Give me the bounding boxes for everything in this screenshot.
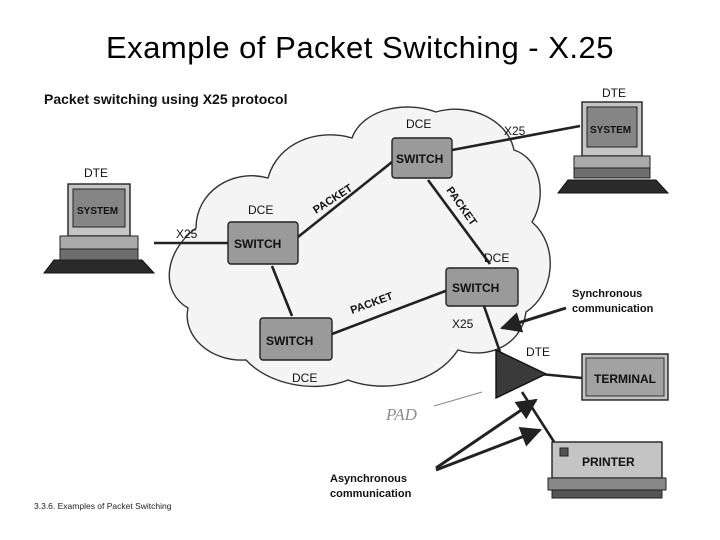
link-pad-to-printer xyxy=(520,391,560,449)
switch-right-label: SWITCH xyxy=(452,281,499,295)
network-cloud xyxy=(168,106,551,388)
pad-handwritten-label: PAD xyxy=(385,405,418,424)
sync-arrow xyxy=(499,306,567,333)
link-switch-top-to-right-system xyxy=(451,124,581,152)
dte-system-right: DTE SYSTEM xyxy=(556,86,670,194)
monitor-screen xyxy=(72,188,126,228)
dce-left-label: DCE xyxy=(248,203,273,217)
switch-bottom-label: SWITCH xyxy=(266,334,313,348)
dte-pad-label: DTE xyxy=(526,345,550,359)
system-left-label: SYSTEM xyxy=(77,206,118,217)
dce-bottom-label: DCE xyxy=(292,371,317,385)
link-switch-left-to-switch-bottom xyxy=(270,265,294,317)
switch-top: DCE SWITCH xyxy=(391,117,453,179)
switch-left: DCE SWITCH xyxy=(227,203,299,265)
switch-top-label: SWITCH xyxy=(396,152,443,166)
terminal-label: TERMINAL xyxy=(594,372,656,386)
x25-left-label: X25 xyxy=(176,227,198,241)
link-switch-right-to-pad xyxy=(482,305,502,353)
async-label-line2: communication xyxy=(330,488,412,500)
x25-top-label: X25 xyxy=(504,124,526,138)
keyboard xyxy=(42,259,156,274)
link-pad-to-terminal xyxy=(539,372,583,380)
dte-top-right-label: DTE xyxy=(602,86,626,100)
switch-bottom: SWITCH DCE xyxy=(259,317,333,385)
monitor-screen xyxy=(586,106,638,148)
slide-caption: 3.3.6. Examples of Packet Switching xyxy=(34,501,172,511)
async-annotation: Asynchronous communication xyxy=(330,398,542,500)
printer-device: PRINTER xyxy=(547,441,667,499)
link-switch-left-to-switch-top xyxy=(297,160,393,239)
dte-left-label: DTE xyxy=(84,166,108,180)
diagram-subtitle: Packet switching using X25 protocol xyxy=(44,91,288,107)
dce-right-label: DCE xyxy=(484,251,509,265)
async-label-line1: Asynchronous xyxy=(330,473,407,485)
printer-label: PRINTER xyxy=(582,455,635,469)
link-switch-bottom-to-switch-right xyxy=(331,288,449,336)
link-switch-top-to-switch-right xyxy=(426,179,492,265)
dce-top-label: DCE xyxy=(406,117,431,131)
sync-annotation: Synchronous communication xyxy=(499,288,654,333)
system-right-label: SYSTEM xyxy=(590,125,631,136)
keyboard xyxy=(556,179,670,194)
sync-label-line1: Synchronous xyxy=(572,288,642,300)
dte-system-left: DTE SYSTEM xyxy=(42,166,156,274)
pad-device: DTE PAD xyxy=(385,345,550,424)
sync-label-line2: communication xyxy=(572,303,654,315)
x25-pad-label: X25 xyxy=(452,317,474,331)
terminal-device: TERMINAL xyxy=(581,353,669,401)
async-arrow-1 xyxy=(435,398,538,470)
async-arrow-2 xyxy=(435,426,542,472)
switch-left-label: SWITCH xyxy=(234,237,281,251)
switch-right: DCE SWITCH xyxy=(445,251,519,307)
slide-title: Example of Packet Switching - X.25 xyxy=(105,30,615,65)
